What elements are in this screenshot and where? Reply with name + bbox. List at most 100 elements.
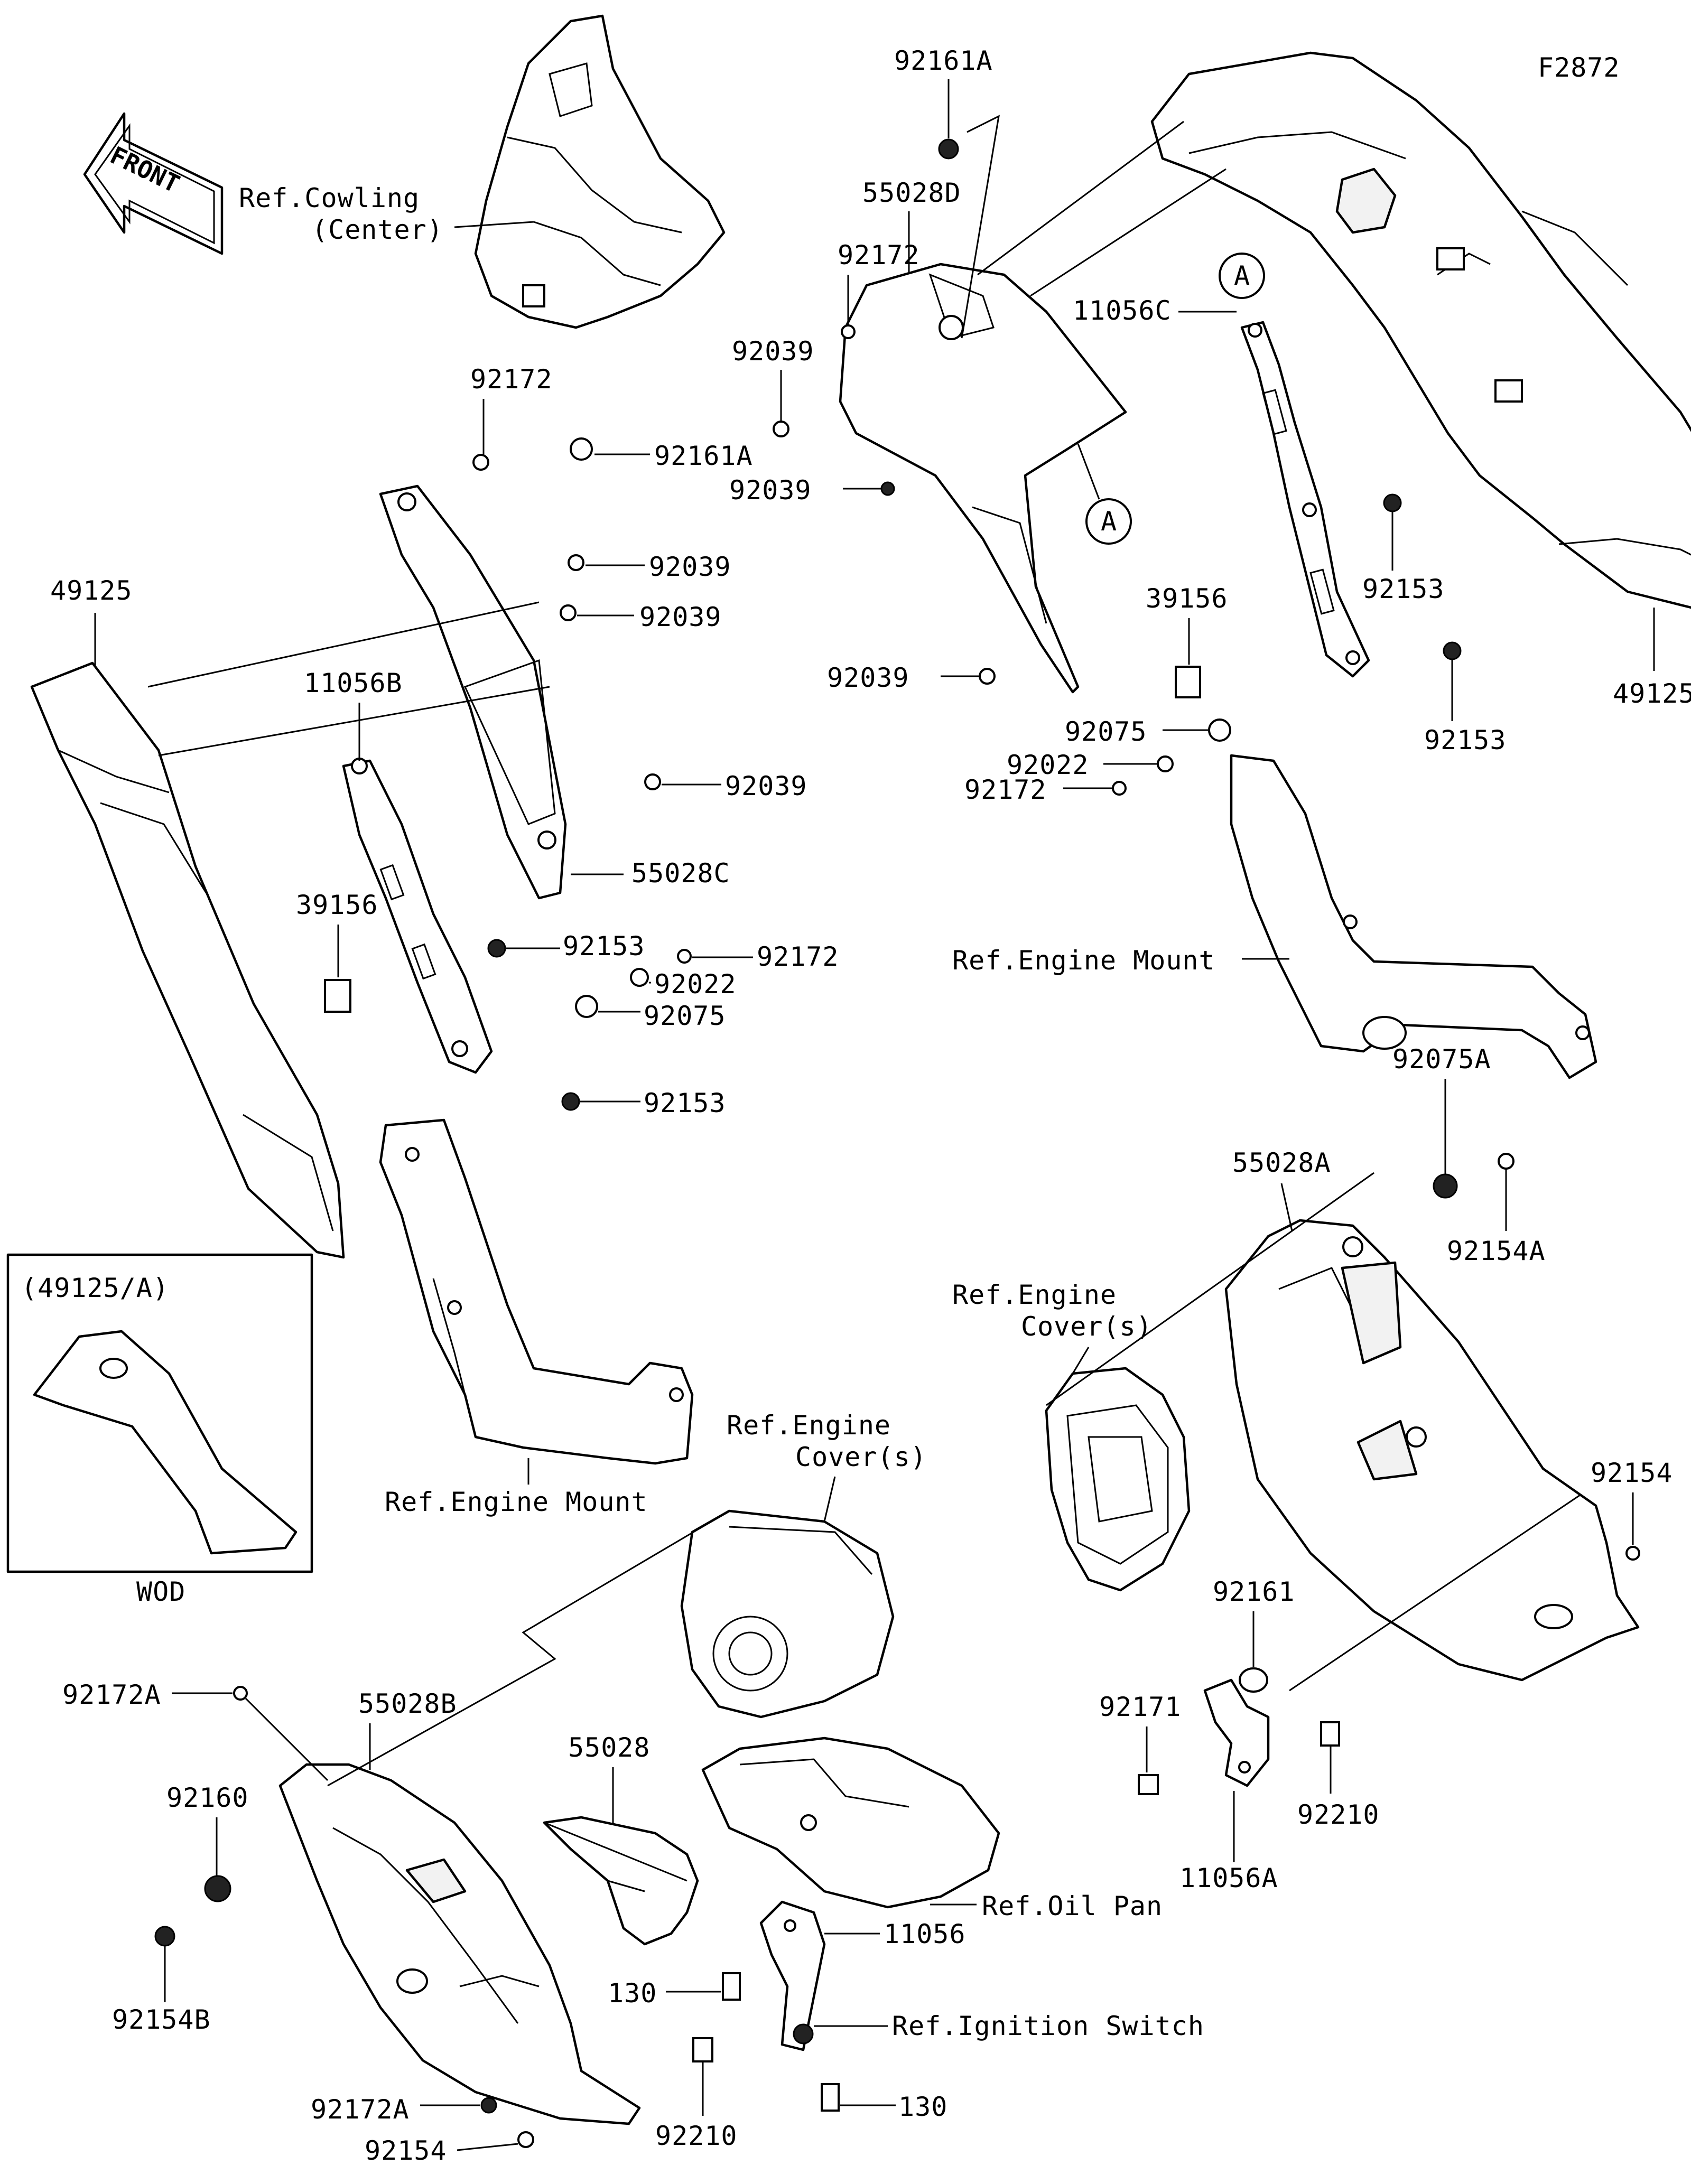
label-92075-right: 92075	[1065, 716, 1147, 747]
bolt-130-1	[722, 1972, 741, 2001]
svg-text:A: A	[1234, 260, 1250, 291]
bracket-11056	[759, 1900, 826, 2051]
engine-mount-right	[1230, 754, 1597, 1079]
label-11056C: 11056C	[1073, 295, 1172, 326]
engine-cover-mid	[680, 1509, 895, 1719]
label-92172-right: 92172	[964, 774, 1047, 805]
label-92154-right: 92154	[1591, 1458, 1673, 1488]
label-92075-left: 92075	[644, 1001, 726, 1031]
label-92171: 92171	[1099, 1692, 1182, 1722]
inset-caption: WOD	[136, 1576, 185, 1607]
ref-engine-mount-left: Ref.Engine Mount	[385, 1487, 648, 1517]
label-55028: 55028	[568, 1732, 651, 1763]
grommet-92075A	[1433, 1173, 1458, 1199]
shield-55028	[543, 1816, 699, 1946]
label-92039-mid: 92039	[729, 475, 812, 506]
label-92161: 92161	[1213, 1576, 1295, 1607]
grommet-92075-right	[1208, 718, 1231, 742]
ref-engine-mount-right: Ref.Engine Mount	[952, 945, 1215, 976]
ignition-switch-grommet	[793, 2023, 814, 2045]
label-92039-left2: 92039	[639, 602, 722, 632]
bracket-11056A	[1203, 1678, 1270, 1787]
engine-mount-left	[379, 1118, 694, 1465]
ref-engine-cover-right-2: Cover(s)	[1021, 1311, 1153, 1342]
washer-92022-right	[1157, 755, 1174, 772]
label-92154B: 92154B	[112, 2004, 211, 2035]
label-92210-bottom: 92210	[655, 2121, 738, 2151]
label-55028A: 55028A	[1232, 1147, 1331, 1178]
label-92154A: 92154A	[1447, 1236, 1546, 1266]
label-92161A-top: 92161A	[894, 45, 993, 76]
bolt-92154	[517, 2131, 534, 2148]
label-39156-left: 39156	[296, 890, 378, 920]
label-92172-top: 92172	[838, 240, 920, 270]
label-49125A: 49125A	[1613, 678, 1691, 709]
inset-fairing	[33, 1330, 298, 1555]
pad-39156-right	[1175, 666, 1201, 698]
bolt-92172A-2	[480, 2097, 497, 2114]
label-130-2: 130	[898, 2092, 947, 2122]
label-92153-left2: 92153	[644, 1088, 726, 1118]
label-39156-right: 39156	[1146, 583, 1228, 614]
ref-ignition-switch: Ref.Ignition Switch	[892, 2011, 1204, 2041]
label-92153-right2: 92153	[1424, 725, 1507, 755]
ref-engine-cover-mid-2: Cover(s)	[795, 1442, 927, 1472]
label-92022-right: 92022	[1007, 750, 1089, 780]
label-92022-left: 92022	[654, 969, 737, 1000]
bolt-130-2	[821, 2083, 840, 2112]
label-92172-left: 92172	[470, 364, 553, 395]
collar-92210-bottom	[692, 2037, 713, 2062]
label-92075A: 92075A	[1392, 1044, 1491, 1075]
label-92172-left2: 92172	[757, 941, 839, 972]
front-arrow-icon: FRONT	[83, 112, 224, 255]
callout-a-1: A	[1085, 498, 1132, 545]
label-92153-left1: 92153	[563, 931, 645, 962]
grommet-92160	[204, 1875, 231, 1902]
plug-92161	[1239, 1667, 1268, 1693]
label-130-1: 130	[608, 1978, 657, 2009]
inset-title: (49125/A)	[21, 1273, 169, 1303]
ref-engine-cover-right-1: Ref.Engine	[952, 1280, 1117, 1310]
cover-55028A	[1224, 1219, 1640, 1682]
ref-cowling-center-part	[474, 14, 726, 329]
label-55028C: 55028C	[631, 858, 730, 889]
nut-92153-r2	[1443, 641, 1462, 660]
nut-92153-r1	[1383, 493, 1402, 512]
label-92161A-left: 92161A	[654, 441, 753, 471]
side-fairing-49125A	[1150, 51, 1691, 609]
bolt-92172A-1	[233, 1686, 248, 1701]
label-55028D: 55028D	[862, 178, 961, 208]
ref-engine-cover-mid-1: Ref.Engine	[727, 1410, 891, 1441]
label-92210-right: 92210	[1297, 1799, 1380, 1830]
label-92153-right1: 92153	[1362, 574, 1445, 604]
bolt-92172-right	[1112, 781, 1127, 796]
label-92160: 92160	[166, 1782, 249, 1813]
ref-cowling-center-label-1: Ref.Cowling	[239, 183, 420, 213]
bolt-92154A	[1498, 1153, 1515, 1170]
ref-oil-pan: Ref.Oil Pan	[982, 1891, 1163, 1921]
bracket-55028C	[379, 484, 567, 900]
callout-a-2: A	[1219, 253, 1265, 299]
label-11056B: 11056B	[304, 668, 403, 698]
collar-92210-right	[1320, 1721, 1340, 1747]
engine-cover-right	[1045, 1367, 1191, 1592]
bracket-11056C	[1240, 321, 1370, 678]
bolt-92154B	[154, 1926, 175, 1947]
label-11056: 11056	[884, 1919, 966, 1949]
figure-code: F2872	[1538, 52, 1620, 83]
label-92039-low: 92039	[827, 662, 909, 693]
label-92172A-2: 92172A	[311, 2094, 410, 2125]
label-92039-top: 92039	[732, 336, 814, 367]
label-92039-left3: 92039	[725, 771, 807, 801]
pad-39156-left	[324, 979, 351, 1013]
lower-cowl-55028B	[278, 1763, 641, 2125]
side-fairing-49125	[30, 661, 345, 1259]
bracket-55028D	[839, 263, 1127, 694]
label-55028B: 55028B	[358, 1688, 457, 1719]
svg-text:A: A	[1101, 506, 1117, 537]
label-49125: 49125	[50, 575, 133, 606]
label-92039-left1: 92039	[649, 552, 731, 582]
oil-pan-part	[701, 1737, 1000, 1909]
bolt-92154-right	[1625, 1546, 1640, 1561]
